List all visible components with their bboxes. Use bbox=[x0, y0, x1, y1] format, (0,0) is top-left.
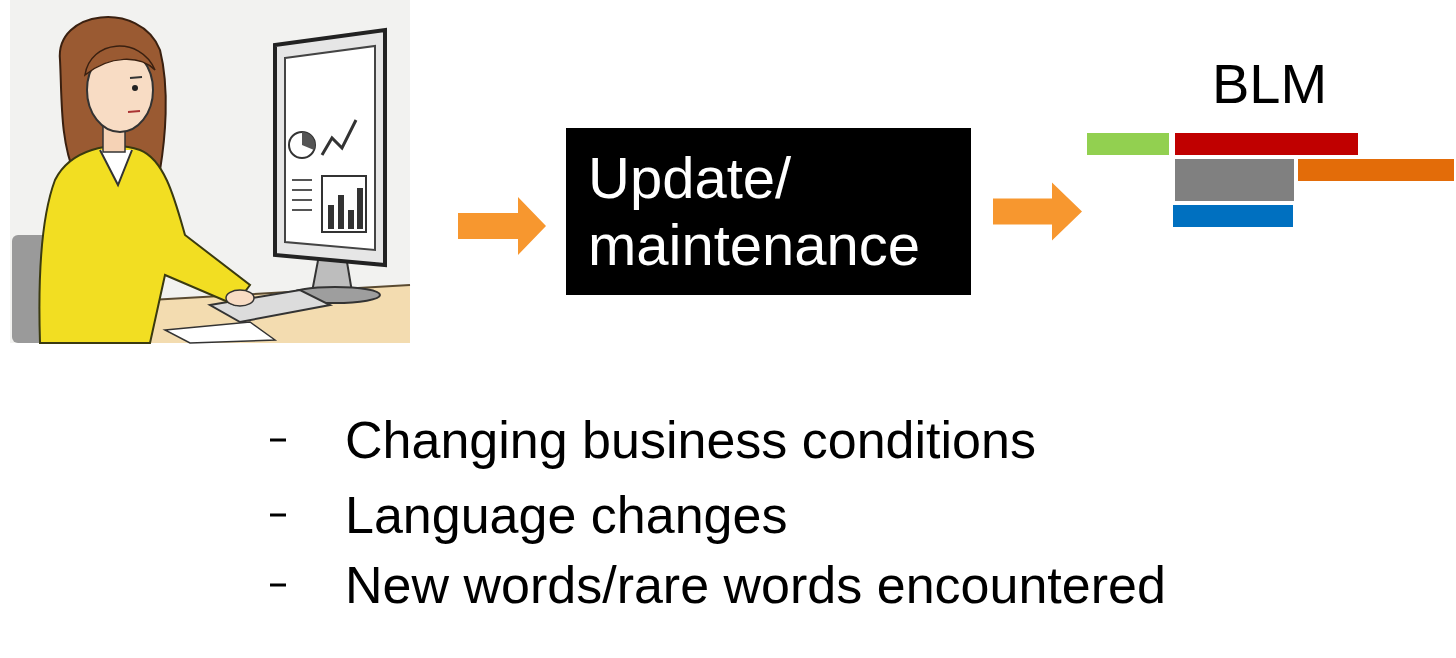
model-block: BLM bbox=[1085, 56, 1454, 230]
office-worker-illustration bbox=[10, 0, 410, 343]
bullet-text: Language changes bbox=[345, 489, 787, 541]
model-bar bbox=[1175, 133, 1358, 155]
process-box: Update/ maintenance bbox=[566, 128, 971, 295]
model-bar bbox=[1087, 133, 1169, 155]
orange-arrow bbox=[458, 197, 546, 255]
model-bar bbox=[1298, 159, 1454, 181]
bullet-dashes bbox=[270, 440, 286, 585]
block-heading: BLM bbox=[1085, 56, 1454, 112]
orange-arrow bbox=[993, 183, 1082, 241]
model-bar bbox=[1175, 159, 1294, 201]
bullet-text: Changing business conditions bbox=[345, 414, 1036, 466]
bullet-text: New words/rare words encountered bbox=[345, 559, 1166, 611]
model-bar bbox=[1173, 205, 1293, 227]
box-label: Update/ maintenance bbox=[588, 145, 949, 278]
